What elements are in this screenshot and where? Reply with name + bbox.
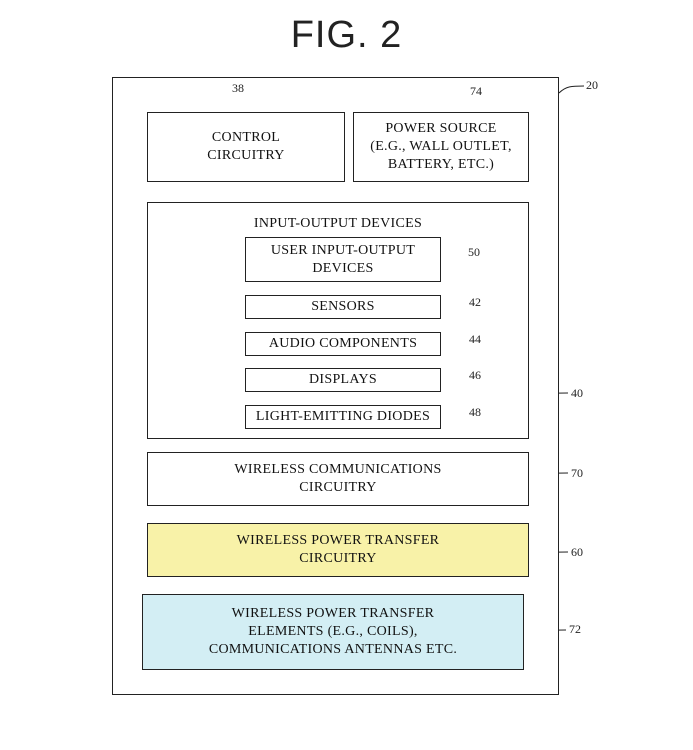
control-circuitry-box: CONTROL CIRCUITRY	[147, 112, 345, 182]
control-line-2: CIRCUITRY	[207, 148, 285, 163]
wireless-power-transfer-elements-box: WIRELESS POWER TRANSFER ELEMENTS (E.G., …	[142, 594, 524, 670]
wireless-comm-line-2: CIRCUITRY	[299, 480, 377, 495]
ref-60: 60	[571, 545, 583, 559]
audio-components-box: AUDIO COMPONENTS	[245, 332, 441, 356]
audio-label: AUDIO COMPONENTS	[268, 336, 418, 351]
ref-40: 40	[571, 386, 583, 400]
wpt-elements-line-1: WIRELESS POWER TRANSFER	[231, 606, 435, 621]
ref-46: 46	[469, 368, 481, 382]
user-io-line-2: DEVICES	[312, 260, 374, 276]
displays-box: DISPLAYS	[245, 368, 441, 392]
wpt-circuitry-line-2: CIRCUITRY	[299, 551, 377, 566]
user-io-line-1: USER INPUT-OUTPUT	[270, 242, 416, 258]
ref-70: 70	[571, 466, 583, 480]
user-io-devices-box: USER INPUT-OUTPUT DEVICES	[245, 237, 441, 282]
ref-48: 48	[469, 405, 481, 419]
ref-42: 42	[469, 295, 481, 309]
ref-74: 74	[470, 84, 482, 98]
figure-title: FIG. 2	[290, 14, 403, 56]
sensors-label: SENSORS	[311, 299, 375, 314]
wireless-communications-box: WIRELESS COMMUNICATIONS CIRCUITRY	[147, 452, 529, 506]
ref-38: 38	[232, 81, 244, 95]
displays-label: DISPLAYS	[308, 372, 378, 387]
wireless-comm-line-1: WIRELESS COMMUNICATIONS	[234, 462, 442, 477]
ref-50: 50	[468, 245, 480, 259]
ref-72: 72	[569, 622, 581, 636]
wpt-elements-line-2: ELEMENTS (E.G., COILS),	[248, 624, 418, 639]
leds-label: LIGHT-EMITTING DIODES	[255, 409, 431, 424]
leds-box: LIGHT-EMITTING DIODES	[245, 405, 441, 429]
control-line-1: CONTROL	[211, 130, 281, 145]
power-line-3: BATTERY, ETC.)	[387, 157, 495, 172]
leader-20	[558, 85, 585, 94]
power-line-1: POWER SOURCE	[385, 121, 497, 136]
ref-44: 44	[469, 332, 481, 346]
sensors-box: SENSORS	[245, 295, 441, 319]
wireless-power-transfer-circuitry-box: WIRELESS POWER TRANSFER CIRCUITRY	[147, 523, 529, 577]
power-line-2: (E.G., WALL OUTLET,	[370, 139, 512, 154]
wpt-elements-line-3: COMMUNICATIONS ANTENNAS ETC.	[208, 642, 458, 657]
io-title: INPUT-OUTPUT DEVICES	[253, 216, 423, 231]
wpt-circuitry-line-1: WIRELESS POWER TRANSFER	[236, 533, 440, 548]
power-source-box: POWER SOURCE (E.G., WALL OUTLET, BATTERY…	[353, 112, 529, 182]
ref-20: 20	[586, 78, 598, 92]
